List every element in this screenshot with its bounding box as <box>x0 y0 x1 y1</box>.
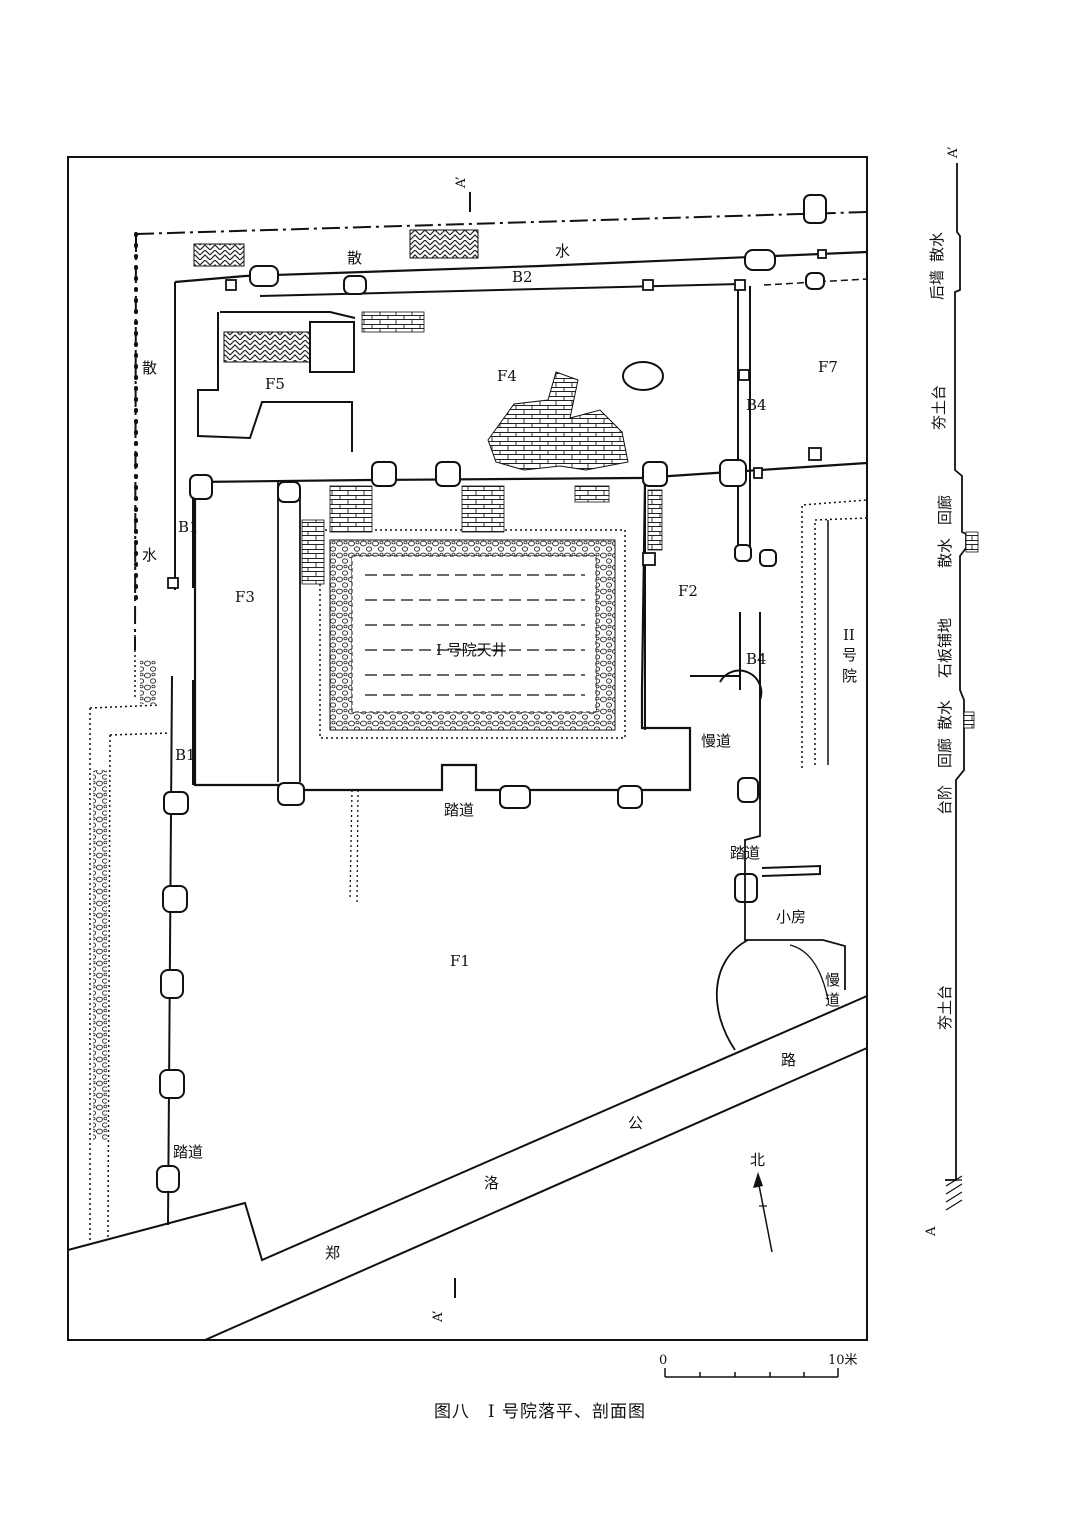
hall-inner-west <box>277 482 301 782</box>
cobble-strip-west-2 <box>140 660 156 704</box>
paving-grid <box>365 574 585 696</box>
section-houqiang: 后墙 <box>928 270 946 300</box>
label-b1-lower: B1 <box>175 746 196 764</box>
label-b4-lower: B4 <box>746 650 767 668</box>
brick-patch-top <box>361 311 425 333</box>
scale-bar <box>664 1368 839 1378</box>
plan-labels: A’ A’ 散 水 散 水 B2 B1 B1 B4 B4 F1 F2 F3 F4… <box>142 176 858 1368</box>
plan-frame <box>67 156 868 1341</box>
label-road-3: 公 <box>628 1114 643 1132</box>
label-f2: F2 <box>678 582 698 600</box>
section-shibanpudi: 石板铺地 <box>936 618 954 678</box>
section-a: A <box>924 1226 939 1237</box>
label-f5: F5 <box>265 375 285 393</box>
yard2-dotted-outline <box>801 499 868 768</box>
wall-b1-upper <box>174 282 194 590</box>
wall-north-courtyard <box>194 461 868 484</box>
outer-drip-line <box>134 211 868 651</box>
section-labels: A’ A 后墙 散水 夯土台 回廊 散水 石板铺地 散水 回廊 台阶 夯土台 <box>924 146 961 1237</box>
label-f7: F7 <box>818 358 838 376</box>
label-f4: F4 <box>497 367 517 385</box>
courtyard-dotted-outline <box>319 529 626 739</box>
section-taijie: 台阶 <box>936 785 954 815</box>
label-a-prime-top: A’ <box>454 176 469 189</box>
label-mandao-2a: 慢 <box>825 971 840 989</box>
figure-caption: 图八 I 号院落平、剖面图 <box>433 1402 647 1422</box>
label-scale-zero: 0 <box>659 1353 667 1368</box>
label-b2: B2 <box>512 268 533 286</box>
wall-b2 <box>259 283 741 297</box>
label-yard2-c: 院 <box>842 667 857 685</box>
wall-b1-lower <box>167 675 194 1226</box>
label-shui-top: 水 <box>555 242 570 260</box>
label-b1-upper: B1 <box>178 518 199 536</box>
label-courtyard: I 号院天井 <box>436 641 507 659</box>
label-mandao-1: 慢道 <box>701 732 731 750</box>
room-f5-outline <box>197 311 356 452</box>
tadao-east-bar <box>761 864 821 877</box>
label-road-1: 郑 <box>325 1244 340 1262</box>
label-tadao-3: 踏道 <box>173 1143 203 1161</box>
west-dotted-outline <box>89 630 171 1241</box>
label-scale-ten: 10米 <box>828 1353 858 1368</box>
label-f3: F3 <box>235 588 255 606</box>
label-road-2: 洛 <box>484 1174 499 1192</box>
herringbone-patch-1 <box>223 331 313 363</box>
label-mandao-2b: 道 <box>825 991 840 1009</box>
section-huilang-2: 回廊 <box>936 738 954 768</box>
rear-wall <box>174 250 868 284</box>
label-yard2-a: II <box>843 626 855 644</box>
label-san-left: 散 <box>142 359 157 377</box>
herringbone-patch-3 <box>409 229 479 259</box>
ramp-xiaofang <box>744 800 846 990</box>
ramp-east <box>690 669 763 701</box>
section-detail-2 <box>963 711 975 729</box>
brick-col-1 <box>329 485 373 533</box>
tadao-south-dotted <box>349 789 359 906</box>
wall-b4-lower <box>739 612 761 800</box>
small-posts <box>167 249 827 589</box>
courtyard-paving <box>351 555 597 713</box>
section-huilang-1: 回廊 <box>936 495 954 525</box>
label-yard2-b: 号 <box>842 646 857 664</box>
label-tadao-2: 踏道 <box>730 844 760 862</box>
brick-strip-west <box>301 519 325 585</box>
brick-col-2 <box>461 485 505 533</box>
xiaofang-arc <box>715 939 749 1051</box>
highway-band <box>67 994 868 1341</box>
label-xiaofang: 小房 <box>776 908 806 926</box>
label-b4-upper: B4 <box>746 396 767 414</box>
section-sanshui-1: 散水 <box>928 232 946 262</box>
section-detail-1 <box>965 531 979 553</box>
cobble-strip-west <box>93 770 107 1140</box>
column-bases <box>156 194 827 1193</box>
f4-stone <box>622 361 664 391</box>
label-san-top: 散 <box>347 249 362 267</box>
wall-b4-upper <box>737 286 751 555</box>
mandao-curve <box>789 944 829 1001</box>
brick-col-3 <box>574 485 610 503</box>
section-hatch <box>945 1175 963 1211</box>
section-sanshui-3: 散水 <box>936 700 954 730</box>
section-hangtutai-2: 夯土台 <box>936 985 954 1030</box>
brick-strip-east <box>647 489 663 551</box>
section-hangtutai-1: 夯土台 <box>930 385 948 430</box>
right-dashed-line <box>763 278 868 286</box>
herringbone-patch-2 <box>193 243 245 267</box>
label-f1: F1 <box>450 952 470 970</box>
dark-block-f5 <box>309 321 355 373</box>
label-shui-left: 水 <box>142 546 157 564</box>
label-north: 北 <box>750 1151 765 1169</box>
label-a-prime-bottom: A’ <box>431 1310 446 1323</box>
brick-floor-f4 <box>487 371 629 471</box>
label-road-4: 路 <box>781 1051 796 1069</box>
north-arrow-icon <box>753 1172 773 1253</box>
section-sanshui-2: 散水 <box>936 538 954 568</box>
label-tadao-1: 踏道 <box>444 801 474 819</box>
section-a-prime: A’ <box>946 146 961 159</box>
